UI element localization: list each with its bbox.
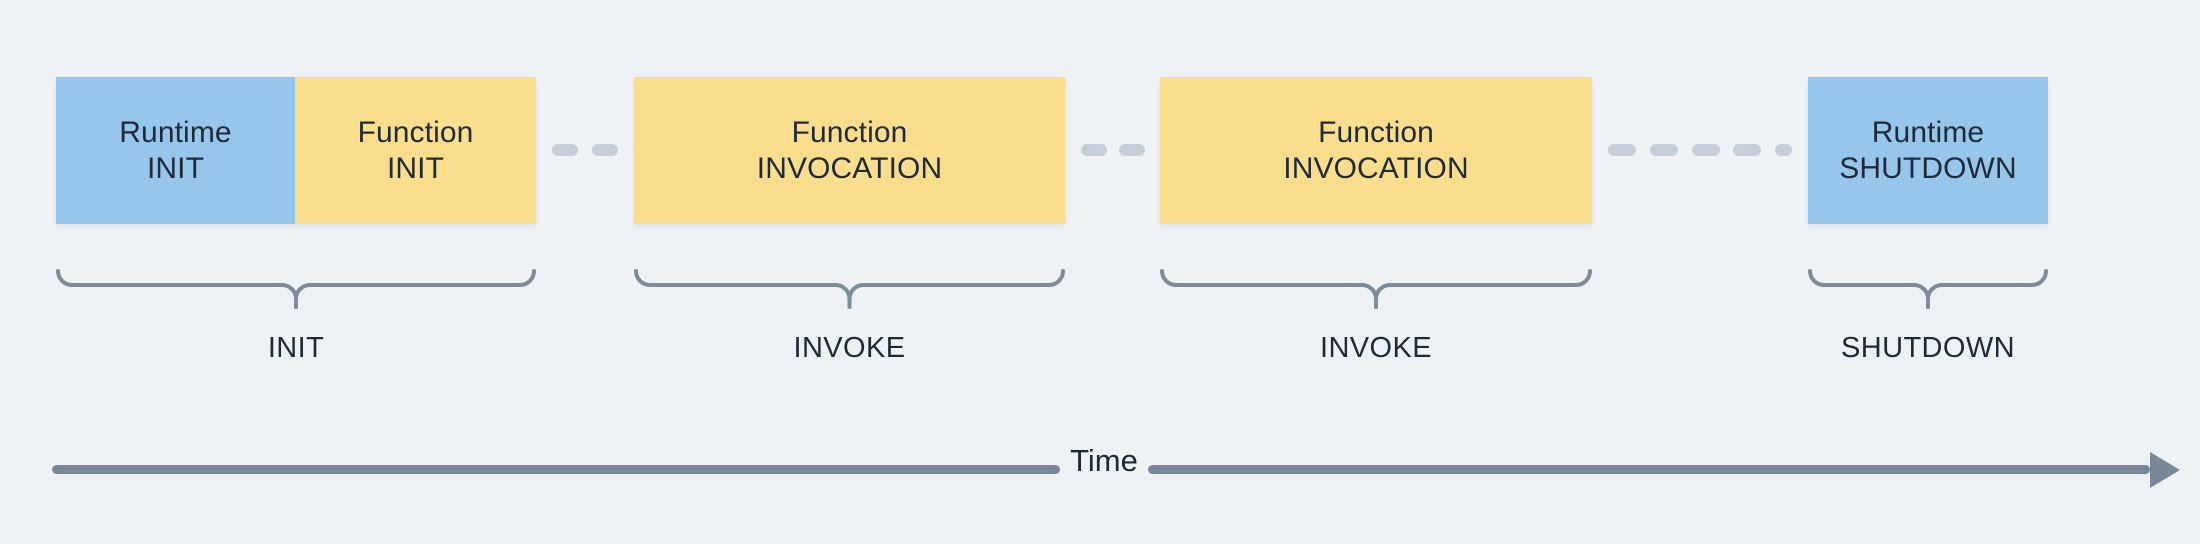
brace-invoke-2-label: INVOKE — [1320, 332, 1432, 364]
brace-invoke-1: INVOKE — [634, 268, 1065, 364]
brace-init-shape — [56, 269, 536, 309]
dash-segment — [1119, 144, 1145, 156]
function-invocation-2-line1: Function — [1318, 115, 1434, 149]
brace-invoke-1-label: INVOKE — [793, 332, 906, 364]
dash-segment — [1733, 144, 1762, 156]
brace-init: INIT — [56, 268, 536, 364]
dash-segment — [1775, 144, 1792, 156]
dash-segment — [1608, 144, 1636, 156]
dash-segment — [1081, 144, 1107, 156]
function-invocation-1-line1: Function — [791, 115, 908, 149]
brace-invoke-2-shape — [1160, 269, 1592, 309]
connector-3 — [1608, 144, 1792, 156]
brace-shutdown-shape — [1808, 269, 2048, 309]
time-axis-line-right — [1148, 465, 2150, 474]
runtime-shutdown-line1: Runtime — [1871, 115, 1985, 149]
time-axis-line-left — [52, 465, 1060, 474]
brace-invoke-2: INVOKE — [1160, 268, 1592, 364]
brace-init-label: INIT — [267, 332, 325, 364]
runtime-init-line1: Runtime — [119, 115, 232, 149]
function-init-line2: INIT — [386, 151, 445, 185]
function-init-line1: Function — [357, 115, 474, 149]
time-axis-arrowhead — [2150, 451, 2180, 488]
dash-segment — [552, 144, 578, 156]
dash-segment — [1649, 144, 1678, 156]
function-invocation-1-line2: INVOCATION — [756, 151, 943, 185]
dash-segment — [1691, 144, 1720, 156]
connector-1 — [552, 144, 618, 156]
brace-shutdown: SHUTDOWN — [1808, 268, 2048, 364]
brace-invoke-1-shape — [634, 269, 1065, 309]
runtime-init-line2: INIT — [146, 151, 205, 185]
function-invocation-2-line2: INVOCATION — [1283, 151, 1469, 185]
runtime-shutdown-line2: SHUTDOWN — [1839, 151, 2017, 185]
brace-shutdown-label: SHUTDOWN — [1841, 332, 2015, 364]
connector-2 — [1081, 144, 1145, 156]
dash-segment — [592, 144, 618, 156]
time-axis-label: Time — [1070, 443, 1138, 478]
